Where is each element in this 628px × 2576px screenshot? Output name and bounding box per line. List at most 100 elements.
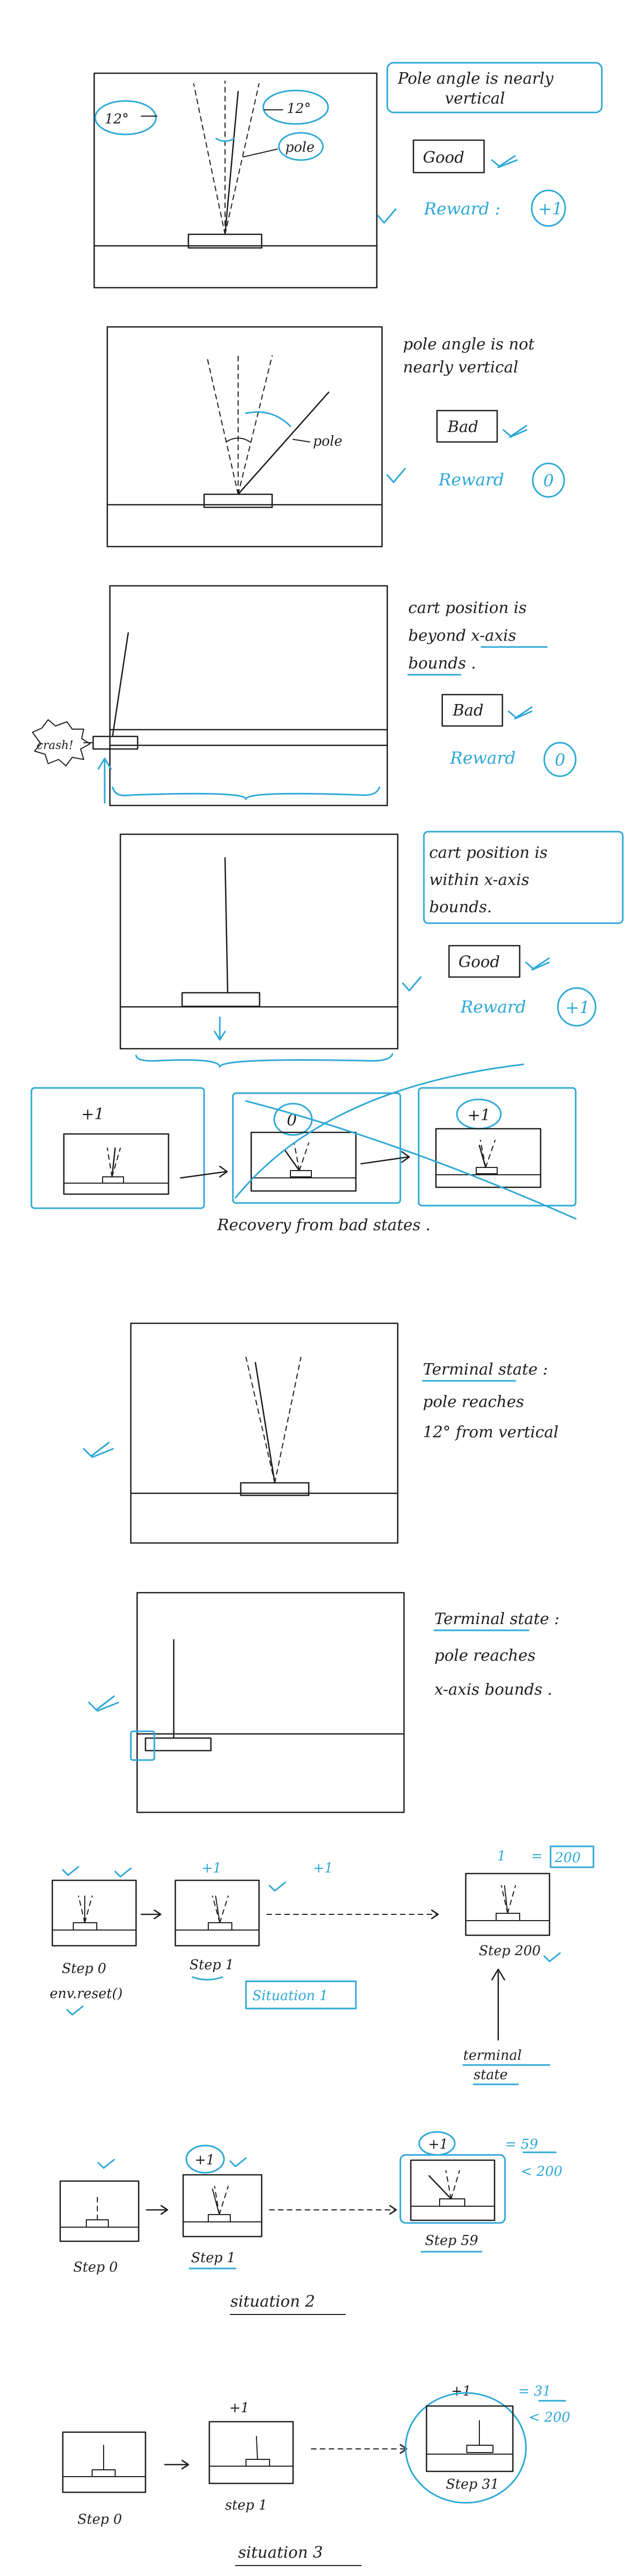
angle-limit-right (451, 2170, 460, 2199)
step0-label: Step 0 (73, 2260, 118, 2275)
cart (144, 1737, 212, 1752)
check-mark (114, 1867, 132, 1878)
pole-label-circle (278, 132, 324, 161)
verdict-box (448, 945, 521, 978)
left-angle-circle (94, 100, 157, 135)
pole (224, 90, 239, 235)
arrow-head (97, 757, 112, 770)
mini-frame (208, 2421, 294, 2484)
pole (284, 1150, 300, 1172)
reward-value: 0 (543, 471, 554, 491)
check-mark (508, 706, 533, 720)
cart (73, 1922, 97, 1931)
environment-frame (93, 72, 378, 289)
check-mark (97, 2159, 115, 2169)
reward-value: 0 (555, 750, 565, 770)
step0-sub: env.reset() (50, 1986, 122, 2002)
angle-arc (215, 138, 235, 142)
panel-pole-vertical: 12° 12° pole Pole angle is nearly vertic… (93, 62, 603, 289)
step-arrow-head (389, 2205, 397, 2215)
caption-box (423, 831, 624, 924)
terminal-note-1: terminal (463, 2048, 522, 2063)
situation-1: Step 0 env.reset() +1 Step 1 +1 1 = 200 … (50, 1845, 595, 2085)
situation-title: situation 2 (230, 2293, 315, 2311)
mini-frame (435, 1128, 542, 1188)
step1-label: step 1 (225, 2498, 267, 2513)
check-mark (229, 2157, 247, 2168)
reward-2: 0 (287, 1111, 297, 1130)
caption-line-2: nearly vertical (403, 358, 518, 377)
cart (466, 2445, 494, 2453)
reward-step1: +1 (229, 2400, 249, 2416)
mini-frame (250, 1131, 357, 1192)
reward-circle (531, 189, 566, 227)
pole-label: pole (313, 434, 342, 449)
environment-frame (106, 326, 383, 548)
step-arrow-head (153, 1909, 162, 1920)
reward-label: Reward : (423, 199, 500, 219)
mini-frame (425, 2405, 514, 2472)
cart (476, 1167, 498, 1174)
mini-frame (62, 2431, 147, 2493)
caption-box (386, 62, 603, 114)
last-step-label: Step 59 (425, 2233, 478, 2249)
bounds-highlight (130, 1730, 155, 1761)
angle-limit-right (84, 1896, 93, 1923)
situation-title: situation 3 (238, 2544, 323, 2562)
cart (439, 2198, 465, 2207)
sum: = 31 (518, 2384, 551, 2399)
check-mark (386, 468, 406, 483)
panel-cart-out-of-bounds: crash! cart position is beyond x-axis bo… (32, 585, 577, 807)
angle-limit-right (111, 1148, 121, 1177)
reward-circle (185, 2144, 225, 2174)
check-mark (402, 976, 422, 992)
right-angle-circle (262, 89, 329, 125)
verdict-label: Bad (452, 701, 484, 720)
reward-label: Reward (450, 748, 515, 768)
terminal-line-1: Terminal state : (423, 1360, 548, 1379)
caption-line-1: pole angle is not (403, 335, 535, 354)
frame-highlight (418, 1087, 577, 1207)
check-mark (83, 1442, 114, 1458)
step-arrow (180, 1171, 227, 1179)
check-mark (66, 2005, 84, 2016)
sum-box (550, 1845, 595, 1868)
check-mark (491, 155, 518, 168)
step-arrow-head (431, 1909, 439, 1920)
check-mark (268, 1881, 286, 1892)
panel-terminal-angle: Terminal state : pole reaches 12° from v… (83, 1322, 558, 1544)
environment-frame (130, 1322, 399, 1544)
angle-arc-blue (245, 411, 291, 427)
panel-pole-tilted: pole pole angle is not nearly vertical B… (106, 326, 565, 548)
pole-label: pole (285, 140, 315, 155)
panel-cart-in-bounds: cart position is within x-axis bounds. G… (119, 831, 624, 1068)
environment-frame (119, 833, 399, 1050)
angle-limit-left (107, 1148, 113, 1177)
angle-limit-right (507, 1885, 516, 1914)
angle-limit-right (299, 1142, 309, 1171)
angle-limit-left (445, 2170, 452, 2199)
last-frame-highlight (405, 2392, 527, 2504)
reward-1: +1 (81, 1105, 104, 1124)
verdict-box (436, 410, 498, 443)
angle-limit-left (214, 2186, 220, 2215)
angle-limit-left (212, 1896, 220, 1923)
angle-limit-left (501, 1885, 508, 1914)
terminal-line-3: x-axis bounds . (434, 1681, 552, 1699)
pole-label-arrow (293, 439, 310, 442)
cross-out-stroke (245, 1100, 577, 1220)
pole (224, 857, 229, 994)
reward-mid: +1 (313, 1860, 333, 1876)
underline (192, 1976, 223, 1981)
angle-limit-left (480, 1140, 486, 1168)
caption-line-3: bounds. (429, 898, 492, 916)
step-arrow-head (160, 2205, 169, 2215)
situation-3: Step 0 +1 step 1 +1 = 31 < 200 Step 31 s… (62, 2384, 570, 2566)
last-step-label: Step 200 (479, 1943, 541, 1959)
cart (208, 1922, 232, 1931)
mini-frame (174, 1879, 260, 1947)
bounds-brace (135, 1053, 394, 1068)
pole (428, 2175, 452, 2200)
sum-right: 200 (554, 1850, 581, 1866)
verdict-label: Good (423, 149, 464, 167)
